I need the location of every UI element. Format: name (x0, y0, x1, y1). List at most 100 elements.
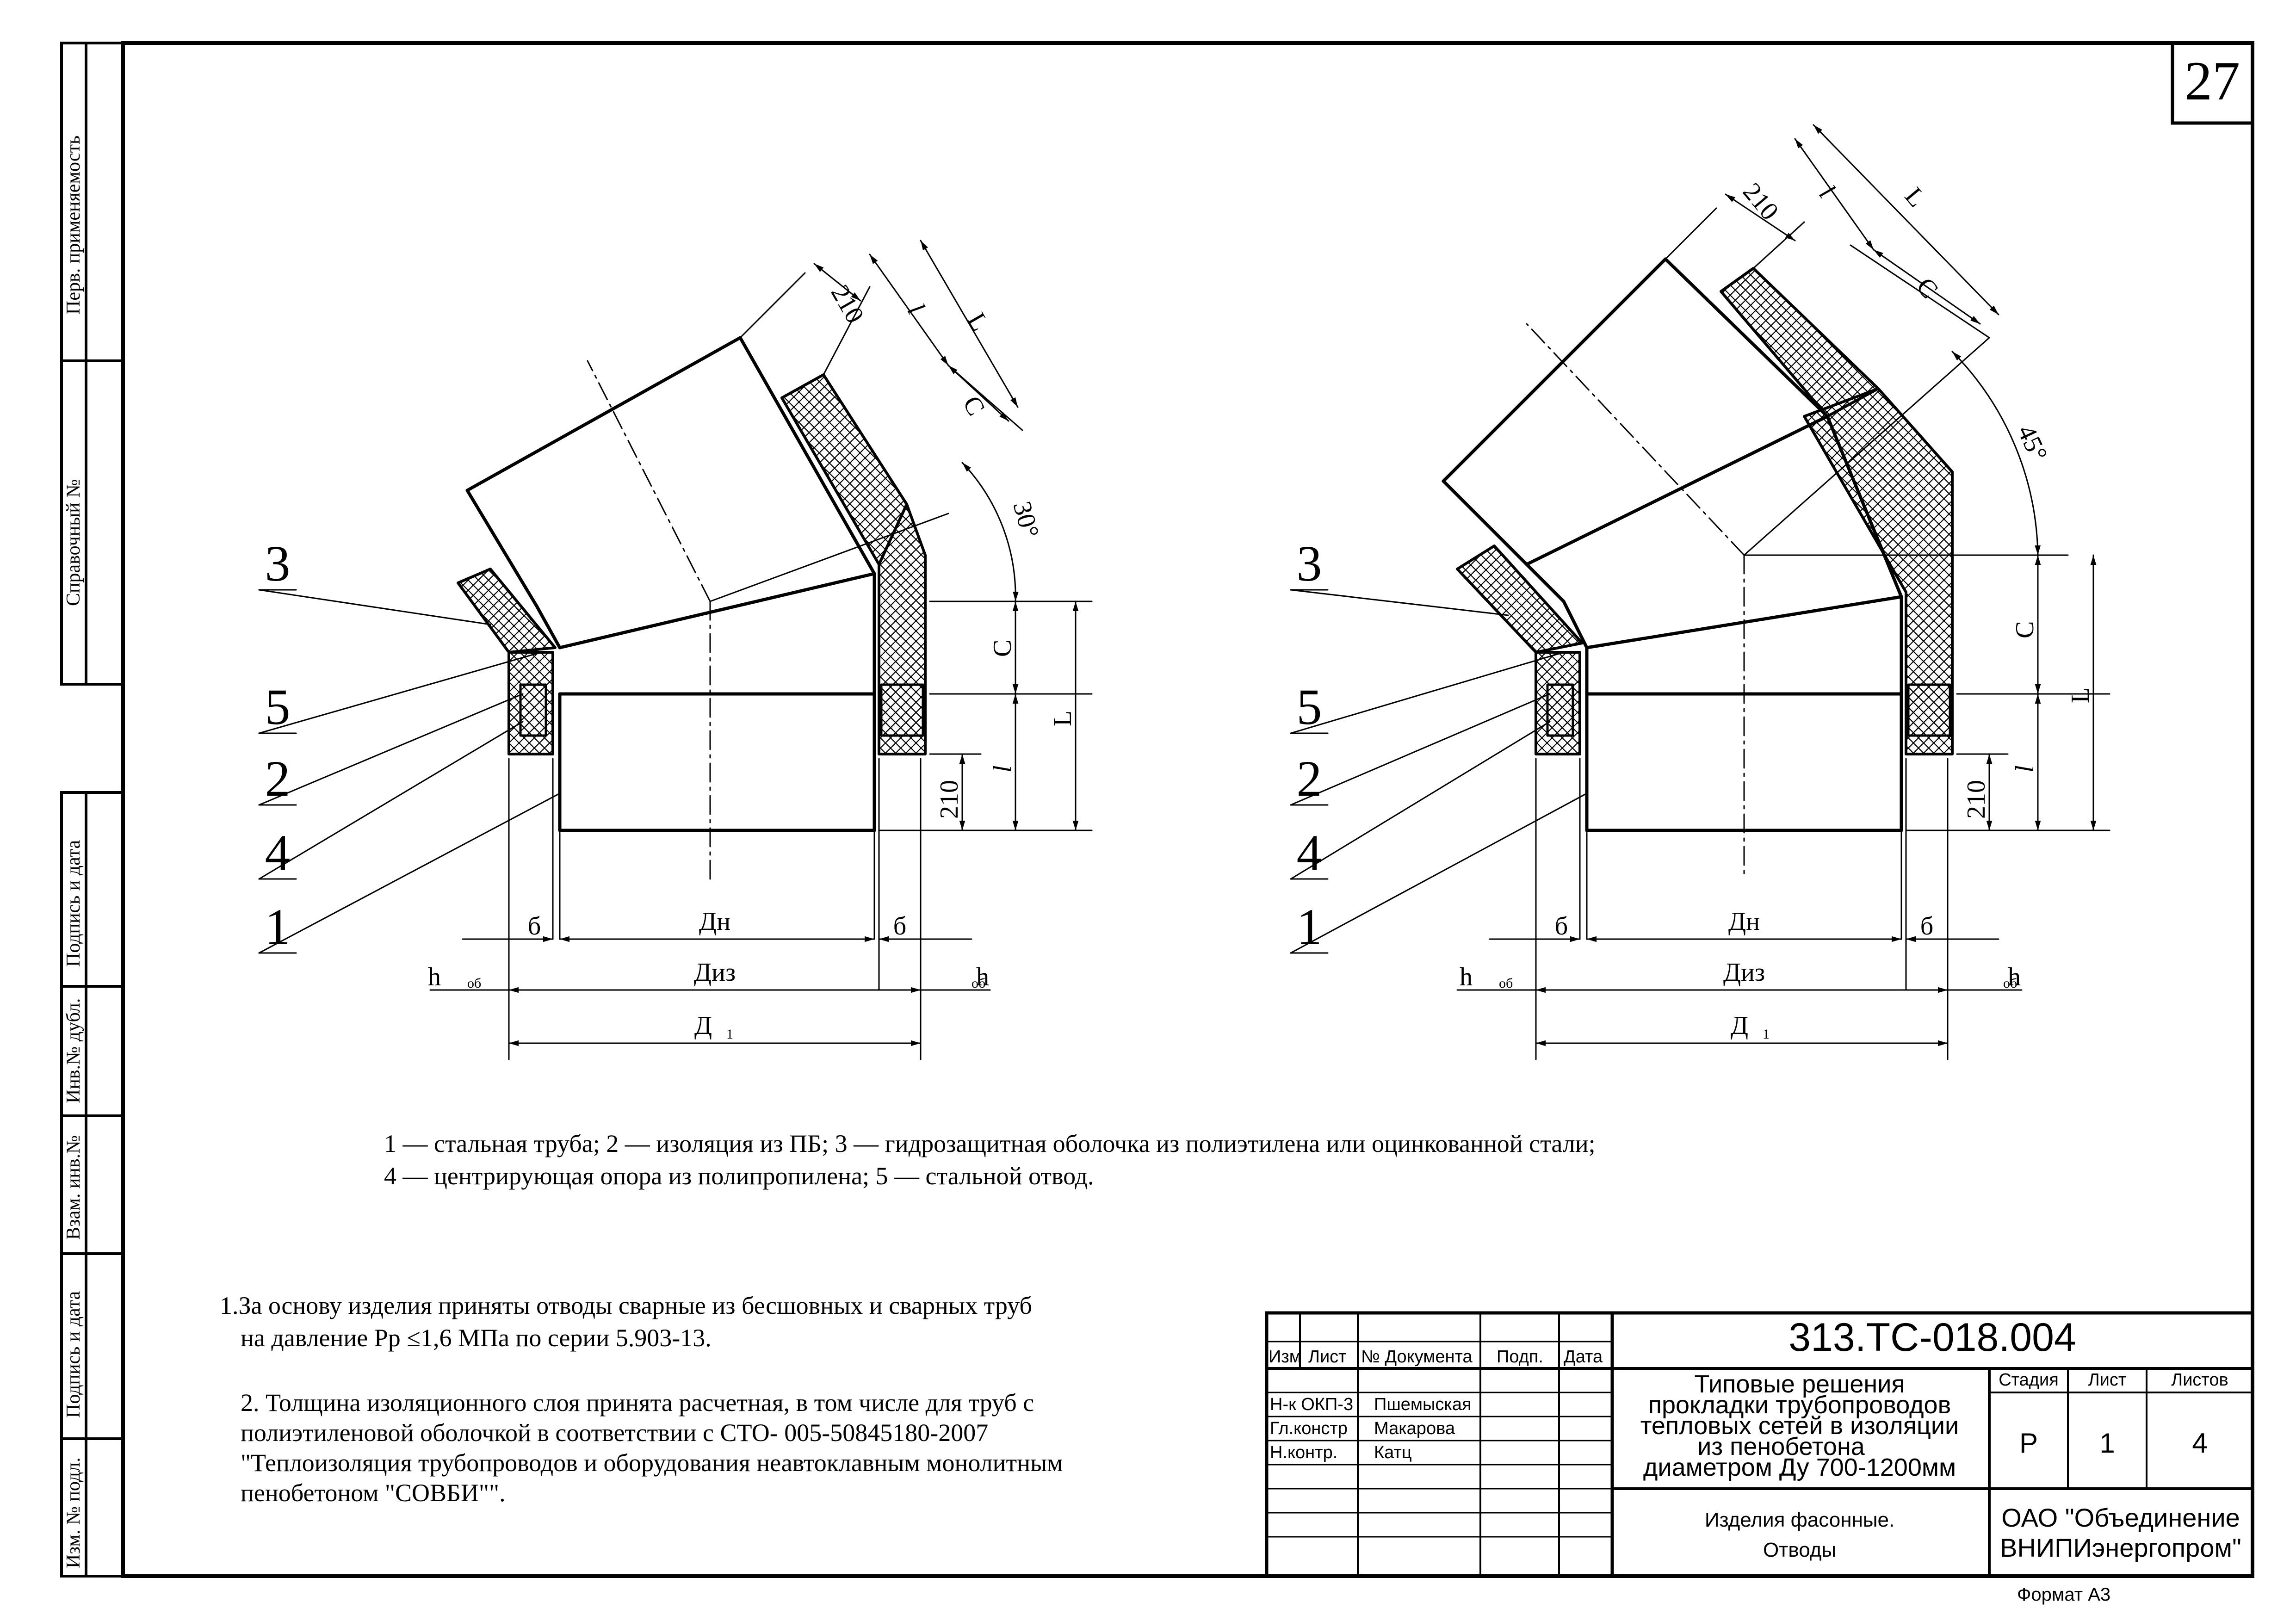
right-callout-3: 3 (1297, 535, 1322, 592)
staff-name-3: Катц (1374, 1443, 1412, 1462)
left-dim-210-right: 210 (935, 780, 964, 819)
header-doc-no: № Документа (1361, 1347, 1473, 1367)
page-number-box (2171, 41, 2254, 125)
staff-name-1: Пшемыская (1374, 1395, 1472, 1414)
right-dim-diz: Диз (1723, 958, 1765, 987)
title-block-main: 313.ТС-018.004 Типовые решения прокладки… (1640, 1315, 2241, 1562)
side-stamp (60, 42, 124, 1578)
note-2-line-2: полиэтиленовой оболочкой в соответствии … (241, 1419, 988, 1447)
right-dim-210-right: 210 (1962, 780, 1991, 819)
note-2-line-3: "Теплоизоляция трубопроводов и оборудова… (241, 1449, 1063, 1477)
title-line-1: Типовые решения (1694, 1370, 1905, 1398)
staff-role-1: Н-к ОКП-3 (1270, 1395, 1353, 1414)
right-dim-h-right: h (2008, 963, 2021, 991)
left-dim-d1-sub: 1 (726, 1027, 733, 1042)
right-dim-210-top: 210 (1737, 178, 1784, 226)
legend: 1 — стальная труба; 2 — изоляция из ПБ; … (384, 1130, 1596, 1190)
right-dim-C-top: C (1911, 272, 1944, 304)
right-dim-d1-sub: 1 (1763, 1027, 1770, 1042)
org-line-2: ВНИПИэнергопром" (2000, 1533, 2241, 1562)
left-dim-d1: Д (694, 1011, 712, 1040)
left-dim-210-top: 210 (825, 280, 870, 328)
left-callout-3: 3 (265, 535, 291, 592)
sheet-header: Лист (2088, 1370, 2127, 1390)
right-dim-dn: Дн (1728, 907, 1760, 936)
left-drawing-labels: 3 5 2 4 1 30° 210 l C L C l L 210 б б Дн… (265, 280, 1077, 1042)
legend-line-2: 4 — центрирующая опора из полипропилена;… (384, 1162, 1094, 1190)
left-dim-l-top: l (902, 299, 930, 319)
stamp-inv-orig: Изм. № подл. (63, 1457, 84, 1568)
right-callout-2: 2 (1297, 750, 1322, 807)
staff-role-3: Н.контр. (1270, 1443, 1337, 1462)
header-list: Лист (1308, 1347, 1347, 1367)
right-callout-1: 1 (1297, 898, 1322, 955)
left-dim-diz: Диз (694, 958, 736, 987)
stage-value: Р (2019, 1428, 2038, 1459)
right-dim-h-left-sub: об (1499, 976, 1513, 991)
page-number: 27 (2185, 50, 2240, 111)
left-dim-b-right: б (893, 912, 907, 940)
right-elbow-drawing (1290, 124, 2110, 1060)
title-line-5: диаметром Ду 700-1200мм (1643, 1454, 1956, 1481)
title-line-4: из пенобетона (1697, 1433, 1865, 1460)
notes: 1.За основу изделия приняты отводы сварн… (220, 1292, 1063, 1507)
stamp-sign-date-1: Подпись и дата (63, 840, 84, 967)
sheets-header: Листов (2171, 1370, 2228, 1390)
note-1-line-1: 1.За основу изделия приняты отводы сварн… (220, 1292, 1032, 1319)
doc-code: 313.ТС-018.004 (1789, 1315, 2076, 1360)
staff-role-2: Гл.констр (1270, 1419, 1348, 1438)
left-angle-label: 30° (1007, 498, 1044, 541)
left-dim-b-left: б (528, 912, 541, 940)
left-callout-5: 5 (265, 679, 291, 735)
right-dim-b-right: б (1920, 912, 1934, 940)
format-label: Формат А3 (2017, 1584, 2110, 1605)
right-drawing-labels: 3 5 2 4 1 45° 210 l C L C l L 210 б б Дн… (1297, 178, 2095, 1042)
left-callout-2: 2 (265, 750, 291, 807)
header-izm: Изм (1269, 1347, 1301, 1367)
title-line-2: прокладки трубопроводов (1648, 1391, 1951, 1419)
left-dim-dn: Дн (699, 907, 730, 936)
right-dim-l-right: l (2011, 765, 2039, 773)
left-callout-1: 1 (265, 898, 291, 955)
left-dim-h-right-sub: об (972, 976, 985, 991)
right-dim-d1: Д (1731, 1011, 1748, 1040)
header-sign: Подп. (1497, 1347, 1543, 1367)
stamp-reference-no: Справочный № (63, 479, 84, 606)
staff-name-2: Макарова (1374, 1419, 1455, 1438)
right-dim-h-left: h (1460, 963, 1473, 991)
stamp-sign-date-2: Подпись и дата (63, 1291, 84, 1418)
left-dim-h-right: h (976, 963, 989, 991)
right-dim-L-top: L (1899, 182, 1931, 213)
stamp-first-use: Перв. применяемость (63, 136, 84, 315)
right-dim-L-right: L (2066, 687, 2095, 703)
legend-line-1: 1 — стальная труба; 2 — изоляция из ПБ; … (384, 1130, 1596, 1157)
title-block (1265, 1311, 2254, 1578)
stage-header: Стадия (1999, 1370, 2059, 1390)
right-dim-b-left: б (1555, 912, 1568, 940)
right-angle-label: 45° (2011, 421, 2053, 465)
left-dim-l-right: l (988, 765, 1017, 773)
stamp-inv-dup: Инв.№ дубл. (63, 998, 84, 1103)
left-dim-C-top: C (957, 391, 990, 421)
org-line-1: ОАО "Объединение (2001, 1503, 2240, 1532)
left-dim-C-right: C (988, 640, 1017, 657)
right-dim-C-right: C (2011, 621, 2039, 638)
title-line-3: тепловых сетей в изоляции (1640, 1412, 1959, 1440)
left-dim-h-left-sub: об (467, 976, 481, 991)
note-2-line-4: пенобетоном "СОВБИ"". (241, 1479, 506, 1507)
left-dim-L-top: L (962, 308, 995, 336)
sheet-value: 1 (2099, 1428, 2115, 1459)
left-dim-L-right: L (1048, 711, 1077, 726)
sheets-value: 4 (2192, 1428, 2207, 1459)
subtitle-line-2: Отводы (1763, 1539, 1836, 1561)
stamp-vzam-inv: Взам. инв.№ (63, 1135, 84, 1240)
right-callout-4: 4 (1297, 824, 1322, 881)
right-dim-h-right-sub: об (2003, 976, 2017, 991)
left-elbow-drawing (258, 240, 1093, 1060)
subtitle-line-1: Изделия фасонные. (1705, 1509, 1894, 1531)
header-date: Дата (1564, 1347, 1603, 1367)
note-2-line-1: 2. Толщина изоляционного слоя принята ра… (241, 1389, 1034, 1417)
left-dim-h-left: h (428, 963, 441, 991)
title-block-text: Изм Лист № Документа Подп. Дата Н-к ОКП-… (1269, 1347, 1603, 1462)
